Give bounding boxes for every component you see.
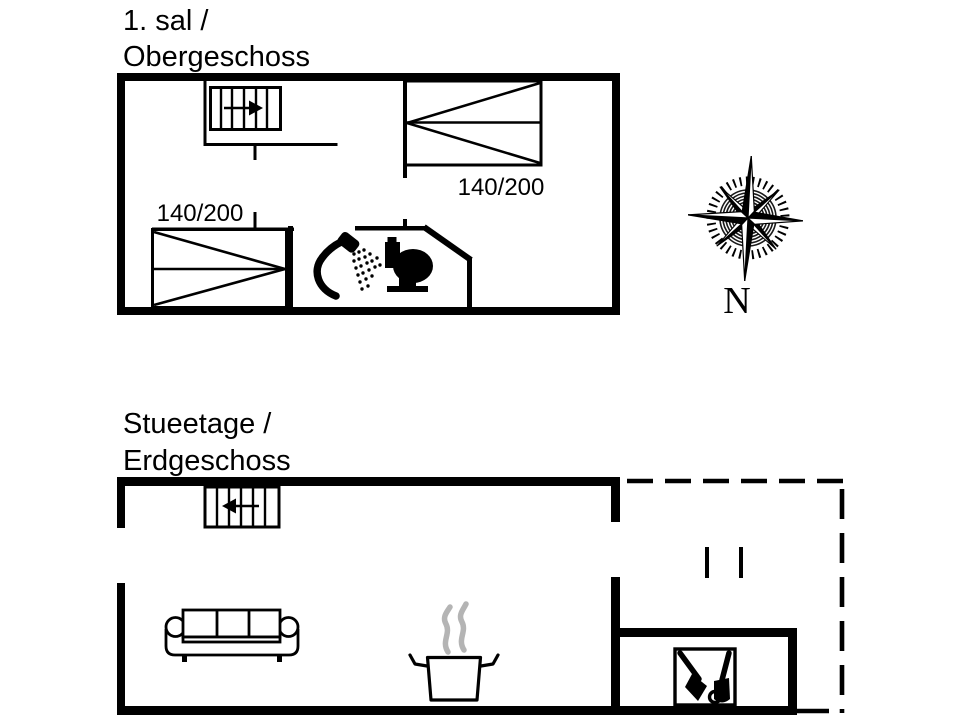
compass-rose: N <box>687 155 804 322</box>
upper-floor-title-line2: Obergeschoss <box>123 41 310 73</box>
bathroom-corner-wall <box>422 224 473 263</box>
wood-stove-icon <box>673 647 737 707</box>
double-bed-icon <box>151 228 288 309</box>
upper-floor-title-line1: 1. sal / <box>123 5 209 37</box>
staircase-down-icon <box>203 485 281 529</box>
cooking-pot-icon <box>408 601 500 702</box>
bed-size-label-right: 140/200 <box>458 174 545 201</box>
bed-size-label-left: 140/200 <box>157 200 244 227</box>
compass-north-label: N <box>723 280 750 322</box>
shower-icon <box>313 231 382 300</box>
ground-floor-title-line2: Erdgeschoss <box>123 445 291 477</box>
ground-floor-plan: Stueetage / Erdgeschoss <box>117 408 845 715</box>
ground-walls <box>117 477 797 715</box>
shower-spray-dots <box>352 248 382 291</box>
terrace-dashed-outline <box>627 478 845 714</box>
steam-icon <box>441 601 469 655</box>
staircase-up-icon <box>209 86 282 131</box>
upper-outer-walls <box>117 73 620 315</box>
upper-floor-plan: 1. sal / Obergeschoss <box>117 5 620 315</box>
toilet-icon <box>385 237 433 292</box>
terrace-door-marks <box>705 547 743 578</box>
sofa-icon <box>164 608 300 662</box>
double-bed-icon <box>403 79 543 167</box>
compass-cardinal-points <box>687 155 804 282</box>
ground-floor-title-line1: Stueetage / <box>123 408 272 440</box>
